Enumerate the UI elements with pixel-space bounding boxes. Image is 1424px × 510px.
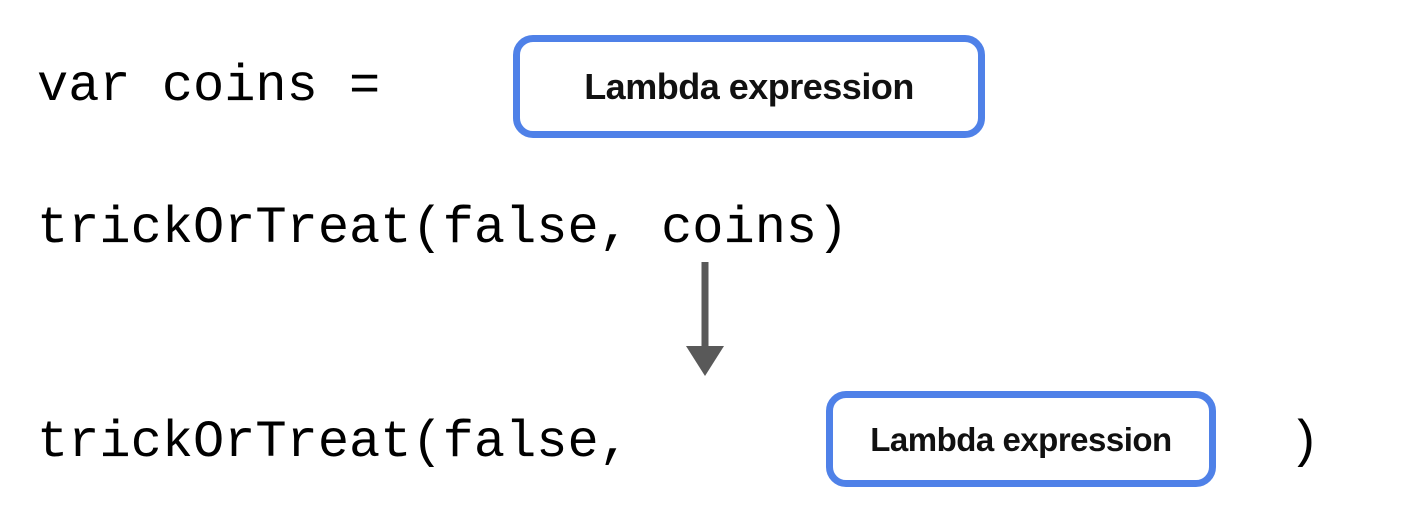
lambda-expression-badge-assignment[interactable]: Lambda expression: [513, 35, 985, 138]
code-line-assignment: var coins =: [37, 57, 412, 116]
arrow-down-glyph: [686, 262, 724, 376]
code-line-call-before: trickOrTreat(false, coins): [37, 199, 849, 258]
code-line-call-after: trickOrTreat(false,: [37, 413, 662, 472]
arrow-down-icon: [660, 258, 750, 378]
lambda-expression-badge-label: Lambda expression: [584, 65, 914, 107]
lambda-expression-badge-label: Lambda expression: [870, 420, 1172, 458]
lambda-expression-badge-inlined[interactable]: Lambda expression: [826, 391, 1216, 487]
code-closing-paren: ): [1289, 413, 1321, 472]
